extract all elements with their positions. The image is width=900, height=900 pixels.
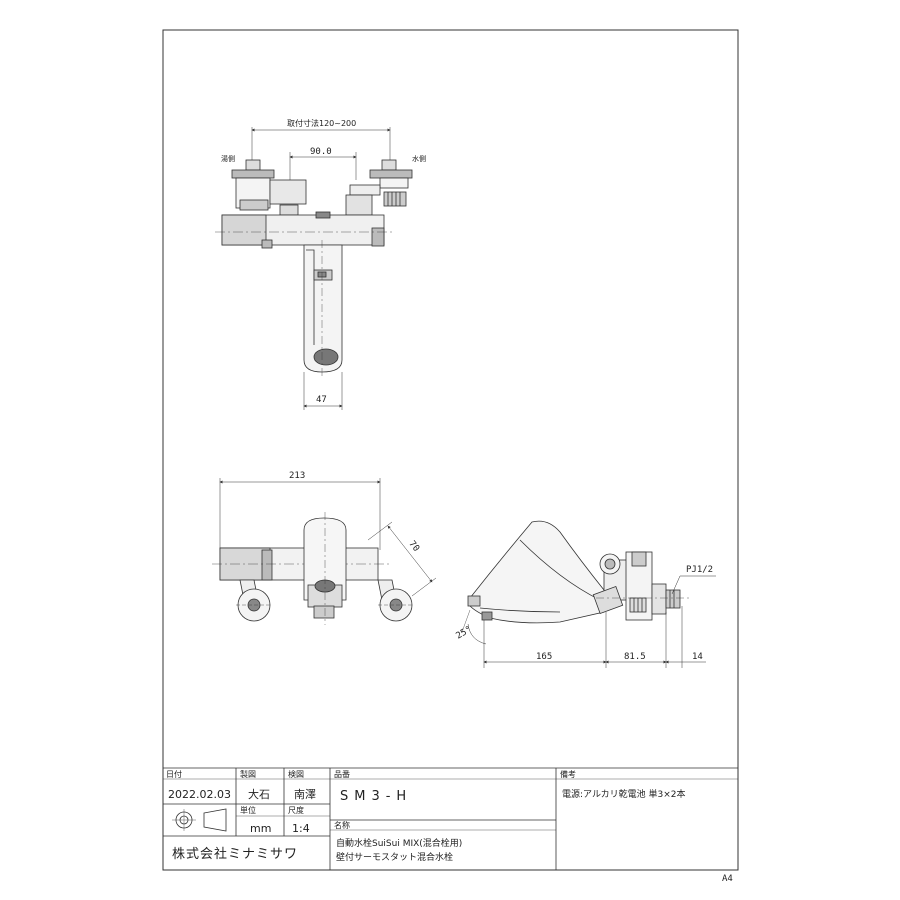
top-view xyxy=(215,127,413,410)
sheet-size: A4 xyxy=(722,874,733,884)
body-depth-label: 81.5 xyxy=(624,652,646,662)
drafter-label: 製図 xyxy=(240,769,256,779)
company-name: 株式会社ミナミサワ xyxy=(172,846,298,862)
projection-symbol-icon xyxy=(172,808,227,832)
part-label: 品番 xyxy=(334,769,350,779)
scale-label: 尺度 xyxy=(288,805,304,815)
scale-value: 1:4 xyxy=(292,822,310,835)
date-value: 2022.02.03 xyxy=(168,788,231,801)
cold-side-label: 水側 xyxy=(412,154,426,163)
nut-label: 14 xyxy=(692,652,703,662)
checker-value: 南澤 xyxy=(294,788,316,801)
part-value: SM3-H xyxy=(340,789,412,804)
spout-width-label: 47 xyxy=(316,395,327,405)
date-label: 日付 xyxy=(166,769,182,779)
front-view xyxy=(212,478,437,625)
angle-dim-label: 70 xyxy=(406,539,421,554)
side-view xyxy=(461,520,716,668)
angle-label: 25° xyxy=(454,625,473,642)
name-line-2: 壁付サーモスタット混合水栓 xyxy=(336,851,453,863)
name-line-1: 自動水栓SuiSui MIX(混合栓用) xyxy=(336,837,462,849)
center-dim-label: 90.0 xyxy=(310,147,332,157)
name-label: 名称 xyxy=(334,820,350,830)
mount-range-label: 取付寸法120~200 xyxy=(287,118,356,128)
notes-label: 備考 xyxy=(560,769,576,779)
notes-value: 電源:アルカリ乾電池 単3×2本 xyxy=(562,788,686,800)
checker-label: 検図 xyxy=(288,769,304,779)
title-block xyxy=(163,767,738,870)
dim-line-angle xyxy=(387,525,433,583)
hot-side-label: 湯側 xyxy=(221,154,235,163)
unit-value: mm xyxy=(250,822,271,835)
drawing-frame xyxy=(162,29,739,871)
front-width-label: 213 xyxy=(289,471,305,481)
drafter-value: 大石 xyxy=(248,787,270,801)
spout-length-label: 165 xyxy=(536,652,552,662)
unit-label: 単位 xyxy=(240,805,256,815)
pipe-label: PJ1/2 xyxy=(686,565,713,575)
